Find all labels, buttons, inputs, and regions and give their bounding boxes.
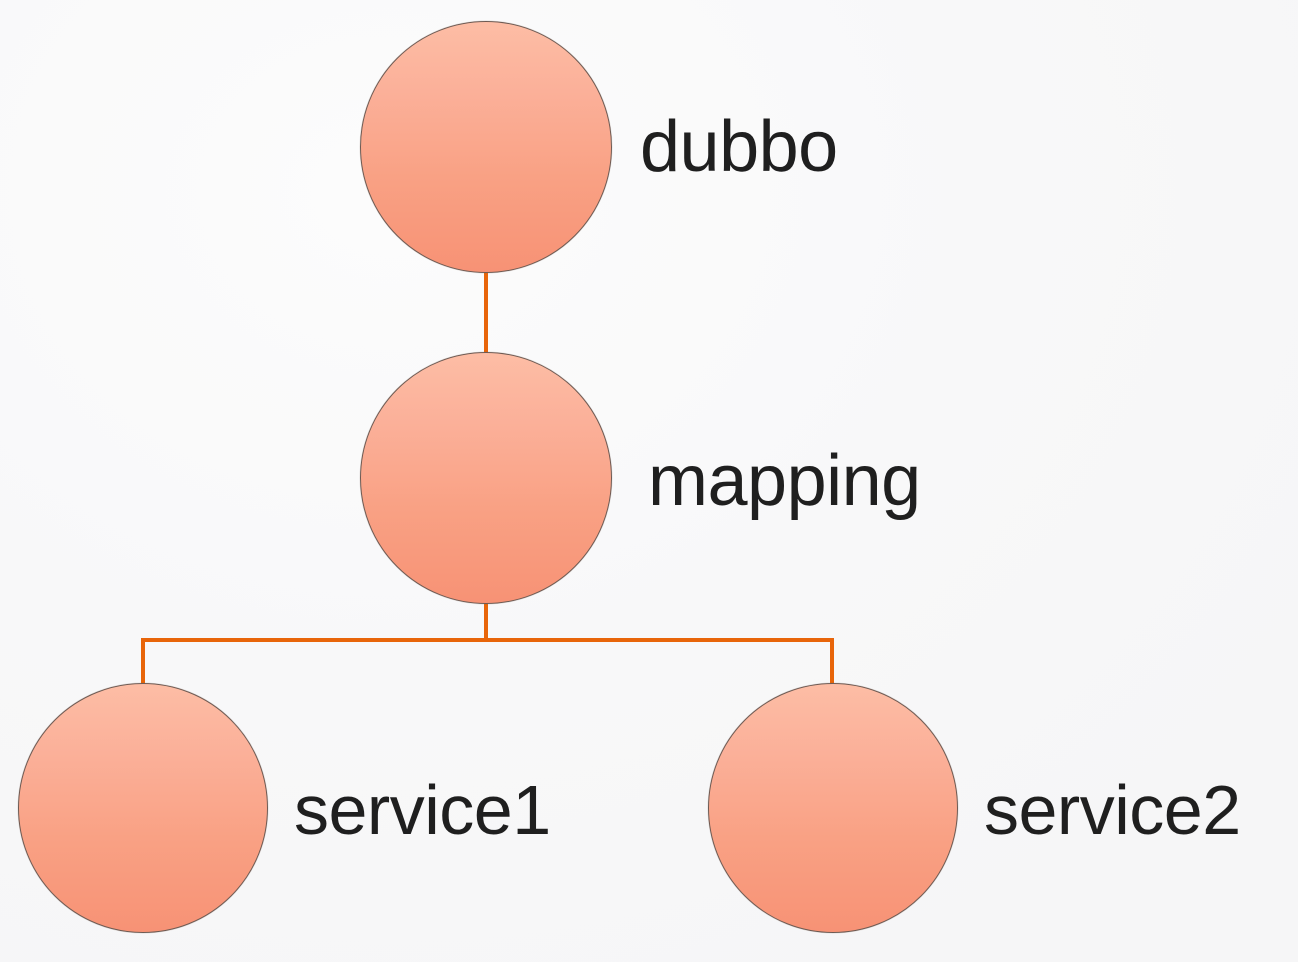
node-service1[interactable] (18, 683, 268, 933)
node-label-service1: service1 (294, 771, 551, 849)
edge-group (141, 270, 834, 686)
node-dubbo[interactable] (360, 21, 612, 273)
node-mapping[interactable] (360, 352, 612, 604)
node-label-mapping: mapping (648, 441, 921, 521)
node-service2[interactable] (708, 683, 958, 933)
node-label-service2: service2 (984, 771, 1241, 849)
node-label-dubbo: dubbo (640, 107, 838, 187)
